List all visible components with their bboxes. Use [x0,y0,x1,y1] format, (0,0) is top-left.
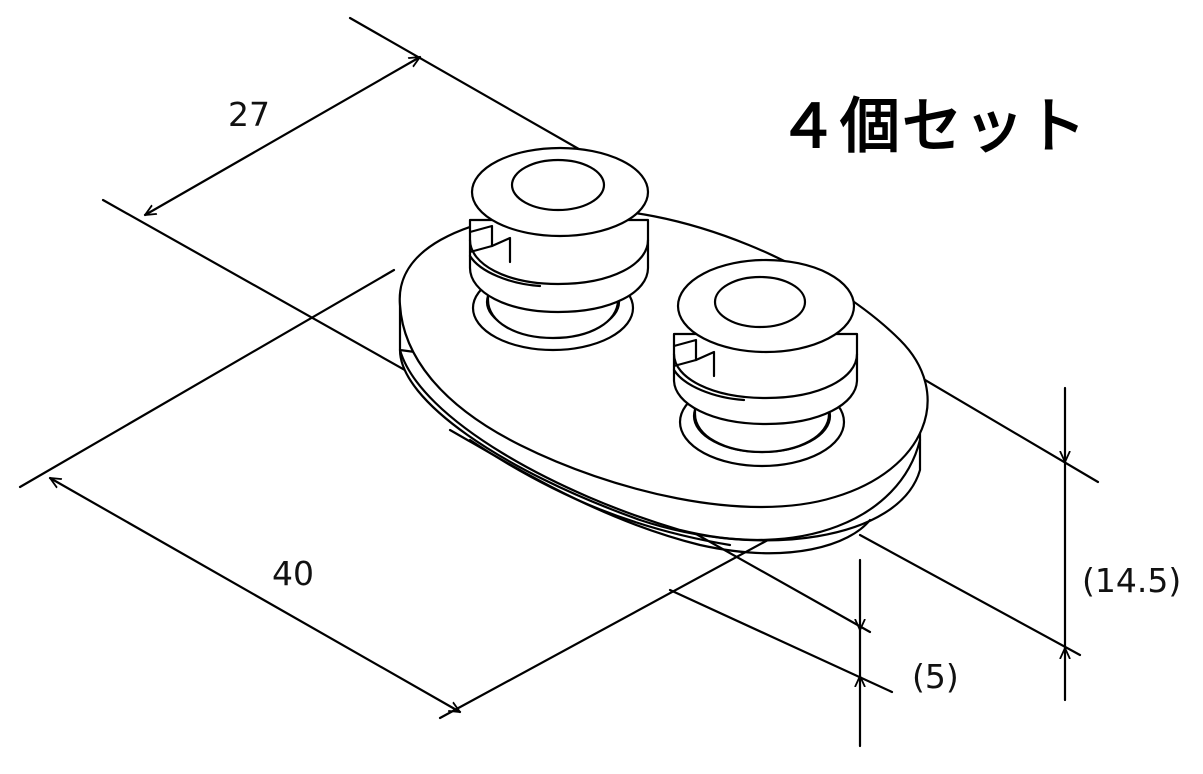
dimension-5-label: (5) [912,657,959,696]
dimension-5: (5) [860,558,959,748]
grommet-front [672,258,859,468]
set-count-title: ４個セット [778,92,1088,162]
dimension-27-label: 27 [228,95,270,134]
dimension-14-5-label: (14.5) [1082,561,1181,600]
dimension-27: 27 [145,55,420,217]
dimension-14-5: (14.5) [1065,386,1181,702]
extension-lines [18,16,1100,720]
dimension-40-label: 40 [272,554,314,593]
grommet-back [468,146,650,352]
dimension-40: 40 [50,476,460,714]
